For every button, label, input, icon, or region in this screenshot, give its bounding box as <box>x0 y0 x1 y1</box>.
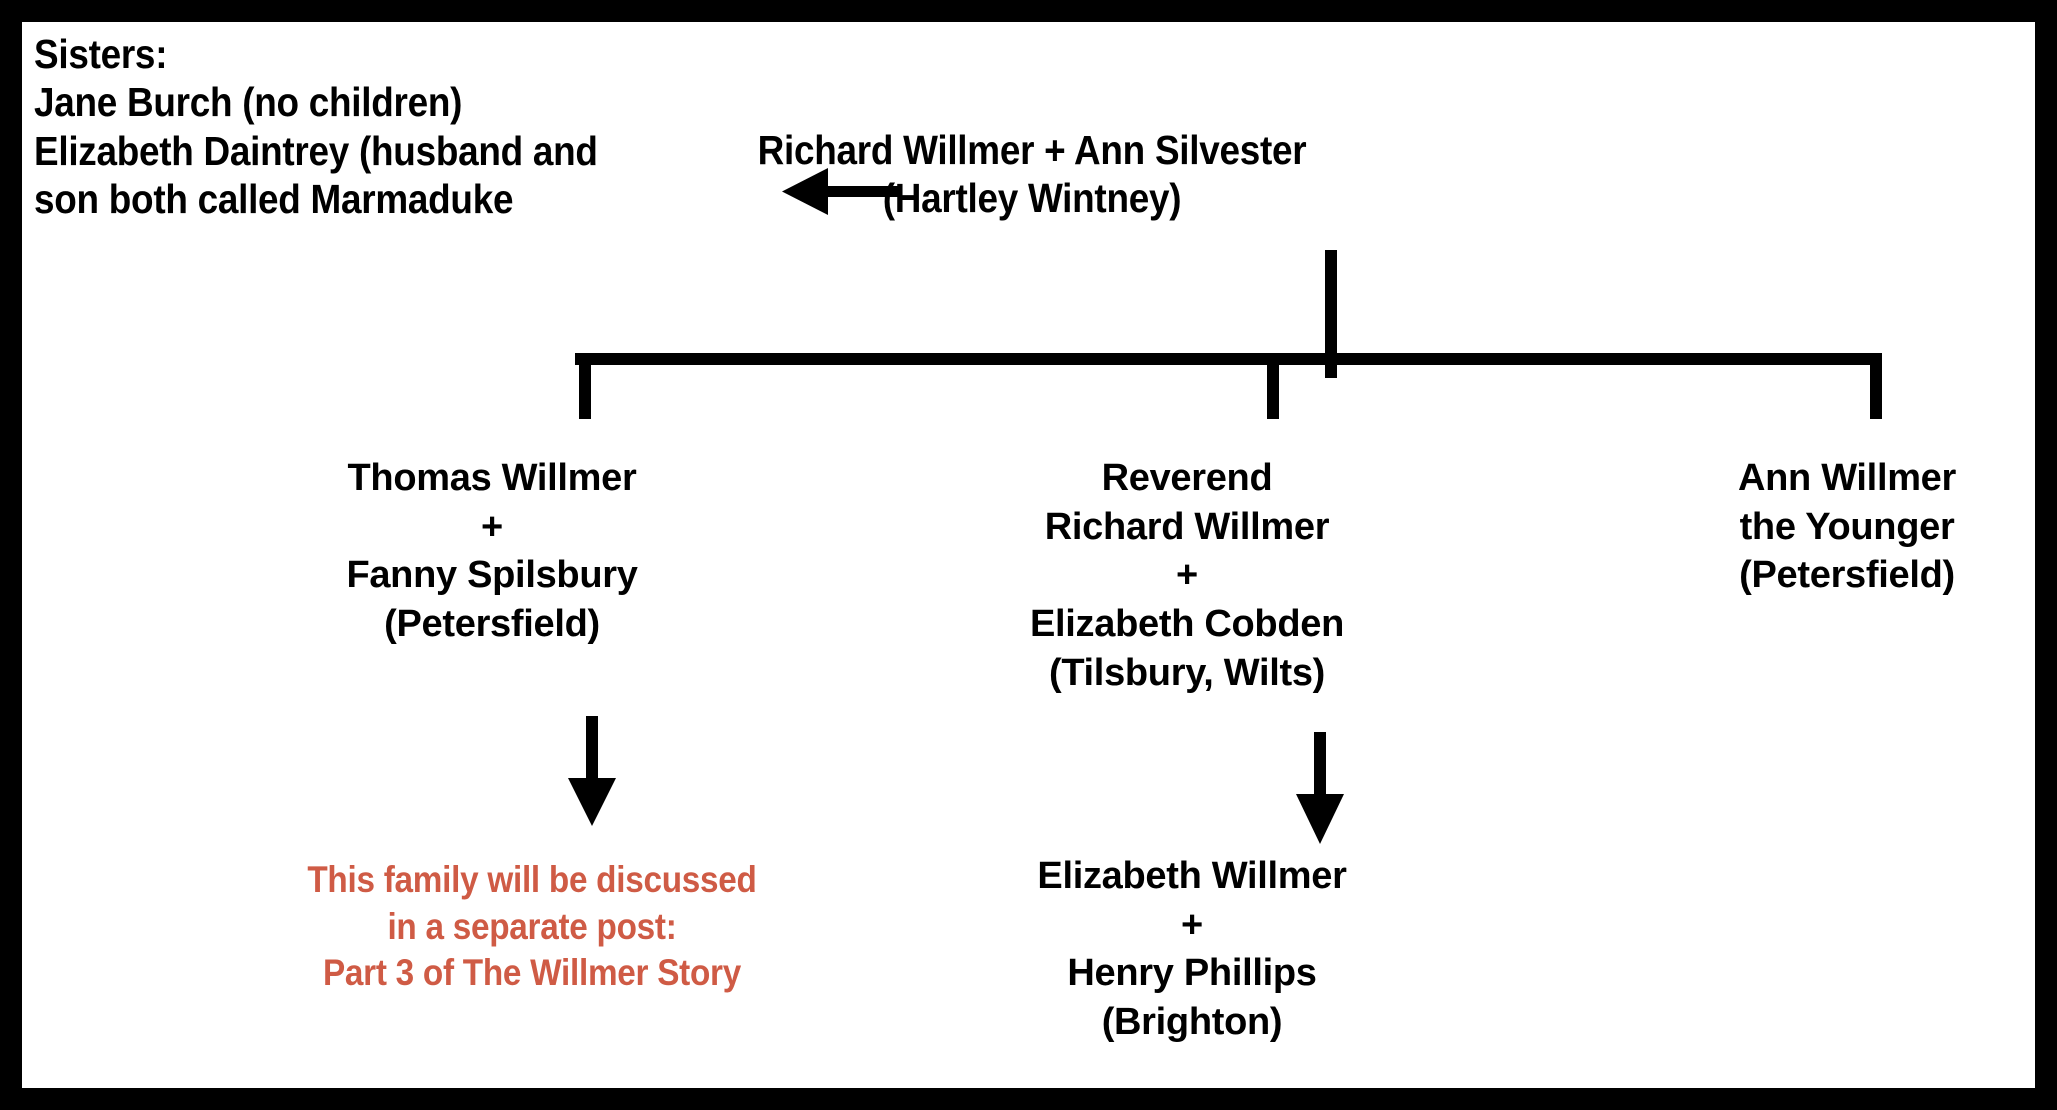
parents-stem-line <box>1325 250 1337 378</box>
left-arrow-icon <box>782 162 902 222</box>
child-node-ann-willmer-the-younger: Ann Willmer the Younger (Petersfield) <box>1737 457 1957 597</box>
drop-line-middle <box>1267 353 1279 419</box>
sisters-note: Sisters: Jane Burch (no children) Elizab… <box>34 31 598 223</box>
figure-canvas: Sisters: Jane Burch (no children) Elizab… <box>22 22 2035 1088</box>
child-node-thomas-willmer: Thomas Willmer + Fanny Spilsbury (Peters… <box>346 457 638 645</box>
separate-post-note: This family will be discussed in a separ… <box>307 859 757 994</box>
down-arrow-icon-middle <box>1290 732 1350 844</box>
down-arrow-icon-left <box>562 716 622 826</box>
drop-line-left <box>579 353 591 419</box>
drop-line-right <box>1870 353 1882 419</box>
sibling-bar-line <box>575 353 1882 365</box>
parents-node: Richard Willmer + Ann Silvester (Hartley… <box>757 127 1307 222</box>
grandchild-node-elizabeth-willmer: Elizabeth Willmer + Henry Phillips (Brig… <box>1037 855 1347 1043</box>
child-node-reverend-richard-willmer: Reverend Richard Willmer + Elizabeth Cob… <box>1030 457 1344 694</box>
